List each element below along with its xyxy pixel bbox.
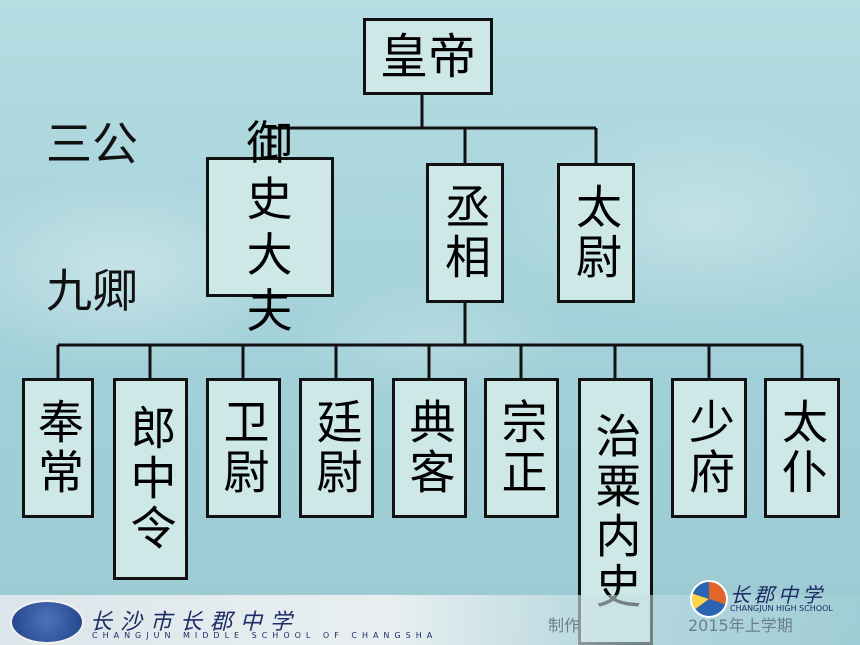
node-chengxiang: 丞相 (426, 163, 504, 303)
school-seal-logo (10, 600, 84, 644)
node-langzhongling: 郎中令 (113, 378, 188, 580)
term-label: 2015年上学期 (688, 616, 793, 635)
school-logo-right (690, 580, 728, 618)
node-shaofu: 少府 (671, 378, 747, 518)
footer-school-name-en: CHANGJUN MIDDLE SCHOOL OF CHANGSHA (92, 631, 438, 640)
node-fengchang: 奉常 (22, 378, 94, 518)
node-weiwei: 卫尉 (206, 378, 281, 518)
node-yushi-dafu: 御史大夫 (206, 116, 334, 338)
right-school-name-en: CHANGJUN HIGH SCHOOL (730, 604, 833, 613)
node-zongzheng: 宗正 (484, 378, 559, 518)
label-jiuqing: 九卿 (46, 264, 138, 318)
node-emperor: 皇帝 (363, 18, 493, 95)
node-taipu: 太仆 (764, 378, 840, 518)
node-taiwei: 太尉 (557, 163, 635, 303)
maker-label: 制作 (548, 616, 581, 635)
node-tingwei: 廷尉 (299, 378, 374, 518)
footer-school-name: 长沙市长郡中学 (90, 610, 301, 635)
label-sangong: 三公 (46, 117, 138, 171)
right-school-name: 长郡中学 (730, 583, 826, 607)
node-dianke: 典客 (392, 378, 467, 518)
